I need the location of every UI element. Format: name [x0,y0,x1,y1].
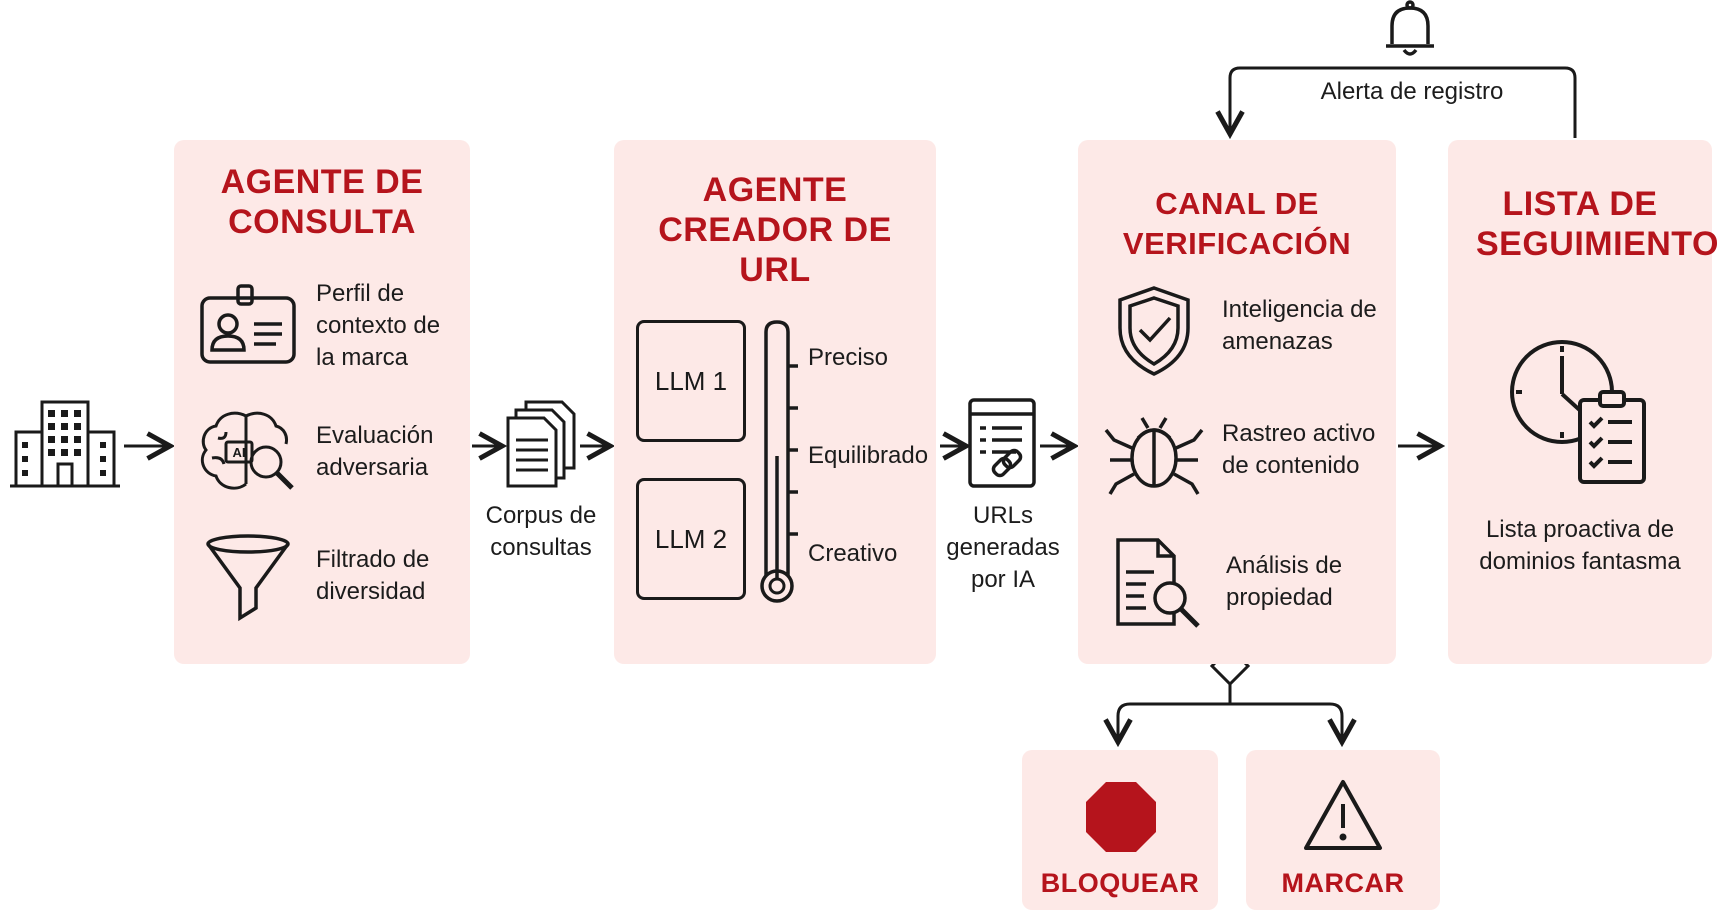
warning-triangle-icon [1304,780,1382,850]
decision-branch-left [1118,702,1230,742]
corpus-label: Corpus de consultas [485,502,597,561]
svg-text:AI: AI [233,445,246,460]
llm-box-2: LLM 2 [636,478,746,600]
llm-label: LLM 1 [654,365,728,396]
level-equilibrado: Equilibrado [808,442,929,469]
item-label-evaluacion: Evaluación adversaria [316,422,434,481]
outcome-label: MARCAR [1281,868,1405,898]
outcome-label: BLOQUEAR [1040,868,1200,898]
item-label-inteligencia: Inteligencia de amenazas [1222,296,1377,355]
stop-octagon-icon [1086,782,1156,852]
ai-brain-search-icon: AI [200,411,294,490]
panel-agente-creador-url: AGENTE CREADOR DE URL LLM 1 LLM 2 Precis… [614,140,936,664]
clock-clipboard-icon [1510,340,1646,484]
panel-lista-seguimiento: LISTA DE SEGUIMIENTO Lista proactiva de … [1448,140,1718,664]
panel-canal-verificacion: CANAL DE VERIFICACIÓN Inteligencia de am… [1078,140,1396,664]
thermometer-icon [760,320,798,603]
id-card-icon [200,284,296,364]
item-label-rastreo: Rastreo activo de contenido [1222,420,1376,479]
bug-icon [1104,417,1204,495]
panel-agente-consulta: AGENTE DE CONSULTA Perfil de contexto de… [174,140,470,664]
llm-label: LLM 2 [654,523,728,554]
level-preciso: Preciso [808,344,889,371]
item-label-filtrado: Filtrado de diversidad [316,546,430,605]
llm-box-1: LLM 1 [636,320,746,442]
panel-title: AGENTE CREADOR DE URL [658,171,892,289]
url-document-icon [968,398,1036,488]
urls-label: URLs generadas por IA [946,502,1060,593]
shield-check-icon [1118,286,1190,376]
level-creativo: Creativo [808,540,898,567]
decision-branch-right [1230,702,1342,742]
alert-loop-line [1230,66,1577,138]
documents-stack-icon [506,400,576,488]
alerta-label: Alerta de registro [1320,78,1504,105]
item-label-analisis: Análisis de propiedad [1226,552,1343,611]
outcome-marcar: MARCAR [1246,750,1440,910]
document-search-icon [1116,538,1200,628]
building-icon [10,400,120,488]
outcome-bloquear: BLOQUEAR [1022,750,1218,910]
lista-label: Lista proactiva de dominios fantasma [1479,516,1681,575]
item-label-perfil: Perfil de contexto de la marca [316,280,441,371]
panel-title: CANAL DE VERIFICACIÓN [1122,186,1352,261]
panel-title: AGENTE DE CONSULTA [220,163,424,241]
bell-icon [1386,0,1434,56]
funnel-icon [206,534,290,622]
panel-title: LISTA DE SEGUIMIENTO [1476,185,1718,263]
